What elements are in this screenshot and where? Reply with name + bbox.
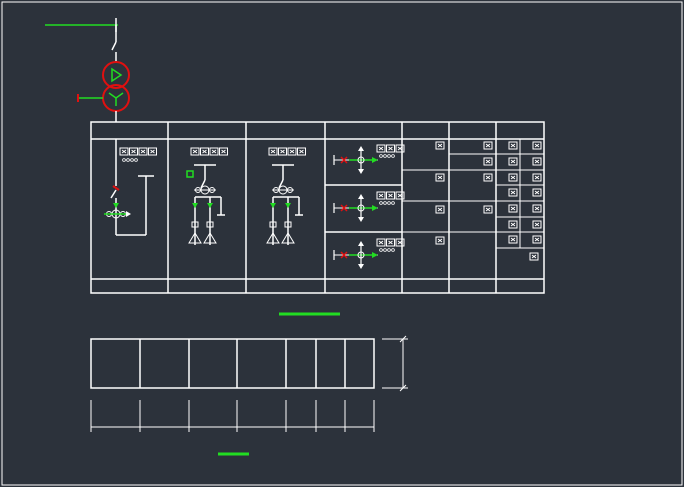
meter-box-icon xyxy=(508,141,518,150)
meter-box-icon xyxy=(532,141,542,150)
meter-box-icon xyxy=(278,147,287,156)
meter-box-icon xyxy=(386,144,395,153)
circuit-breaker-icon xyxy=(333,241,378,269)
meter-box-icon xyxy=(386,238,395,247)
meter-box-icon xyxy=(508,204,518,213)
meter-box-icon xyxy=(376,191,386,200)
cabinet-pt-left xyxy=(186,164,225,245)
meter-box-icon xyxy=(483,141,493,150)
meter-box-icon xyxy=(529,252,539,261)
meter-box-icon xyxy=(395,238,405,247)
switchgear-panel xyxy=(90,121,545,294)
meter-box-icon xyxy=(508,173,518,182)
meter-box-icon xyxy=(376,238,386,247)
indicator-dots xyxy=(122,158,138,162)
meter-box-icon xyxy=(119,147,129,156)
meter-box-icon xyxy=(200,147,209,156)
meter-box-icon xyxy=(508,235,518,244)
meter-box-icon xyxy=(435,236,445,245)
meter-box-icon xyxy=(129,147,138,156)
cabinet-pt-right xyxy=(266,164,303,245)
meter-box-icon xyxy=(435,141,445,150)
meter-box-icon xyxy=(148,147,157,156)
indicator-dots xyxy=(379,154,395,158)
feeder-symbol-group xyxy=(333,146,378,269)
meter-box-icon xyxy=(483,173,493,182)
meter-box-icon xyxy=(532,188,542,197)
indicator-dots xyxy=(379,201,395,205)
meter-box-icon xyxy=(508,188,518,197)
meter-box-icon xyxy=(138,147,148,156)
meter-box-icon xyxy=(532,235,542,244)
meter-box-icon xyxy=(483,205,493,214)
circuit-breaker-icon xyxy=(333,194,378,222)
meter-box-icon xyxy=(209,147,219,156)
horizontal-dimension-line xyxy=(90,400,375,432)
transformer-icon xyxy=(77,61,130,122)
meter-box-icon xyxy=(435,173,445,182)
cabinet-incoming xyxy=(104,139,154,236)
indicator-dots xyxy=(379,248,395,252)
meter-box-icon xyxy=(508,220,518,229)
meter-box-icon xyxy=(532,220,542,229)
meter-box-icon xyxy=(219,147,228,156)
meter-box-icon xyxy=(386,191,395,200)
meter-box-icon xyxy=(532,204,542,213)
meter-box-icon xyxy=(287,147,297,156)
circuit-breaker-icon xyxy=(333,146,378,174)
meter-box-icon xyxy=(376,144,386,153)
meter-box-icon xyxy=(532,173,542,182)
meter-box-icon xyxy=(297,147,306,156)
meter-box-icon xyxy=(268,147,278,156)
meter-box-group xyxy=(119,141,542,261)
meter-box-icon xyxy=(395,144,405,153)
meter-box-icon xyxy=(395,191,405,200)
meter-box-icon xyxy=(532,157,542,166)
meter-box-icon xyxy=(190,147,200,156)
meter-box-icon xyxy=(483,157,493,166)
cabinet-plan-view xyxy=(90,335,408,392)
meter-box-icon xyxy=(435,205,445,214)
meter-box-icon xyxy=(508,157,518,166)
incoming-feeder xyxy=(45,18,118,62)
